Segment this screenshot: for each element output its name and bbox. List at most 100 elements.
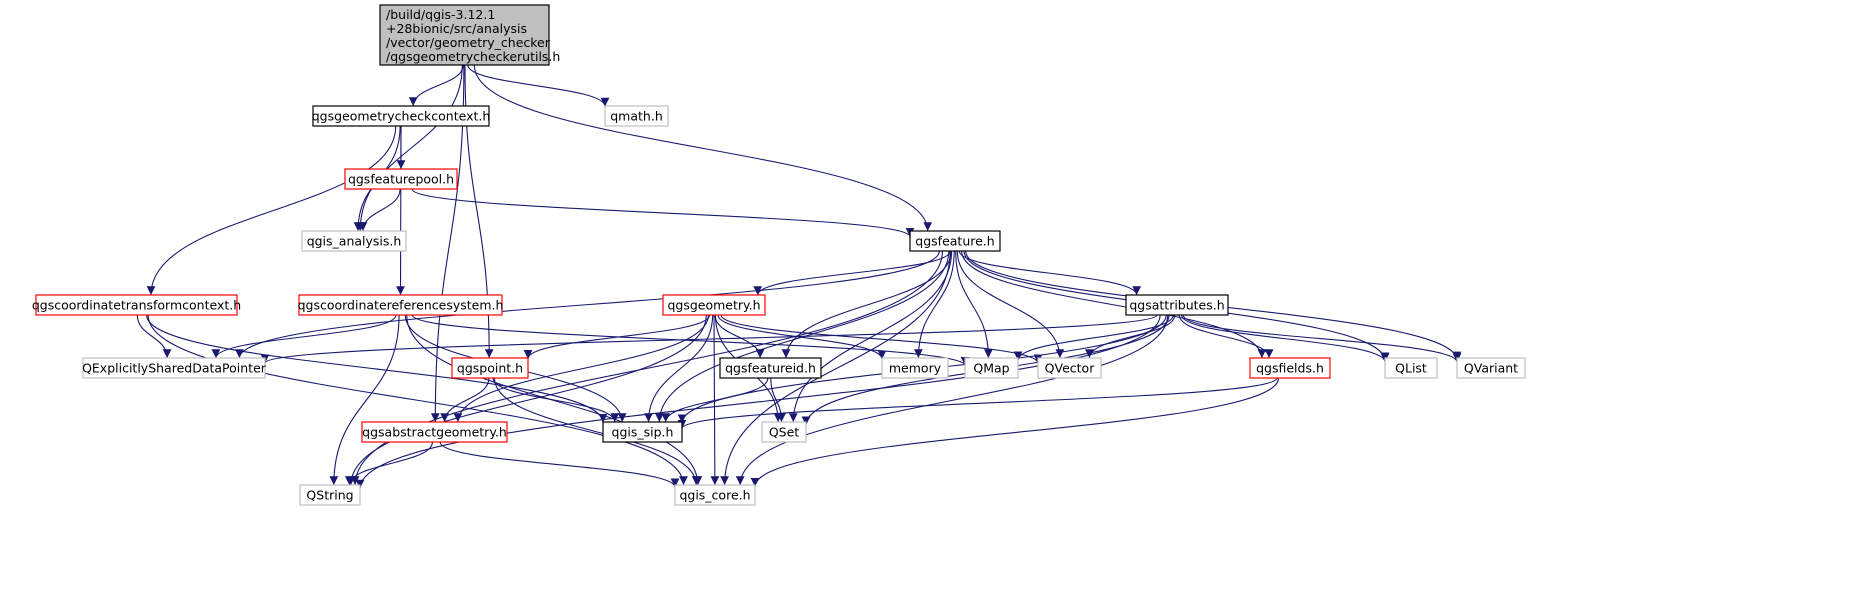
edge-attr-to-qvector-line — [1085, 314, 1176, 359]
node-qmap-box — [964, 357, 1019, 379]
node-gcc[interactable]: qgsgeometrycheckcontext.h — [312, 105, 491, 127]
node-point[interactable]: qgspoint.h — [451, 357, 529, 379]
node-attr-label: qgsattributes.h — [1129, 298, 1224, 313]
edge-geom-to-qvector-line — [720, 314, 1043, 364]
node-qset-box — [761, 421, 807, 443]
node-crs-box — [298, 294, 503, 316]
node-qesdp[interactable]: QExplicitlySharedDataPointer — [82, 357, 267, 379]
node-qlist-box — [1384, 357, 1438, 379]
node-root: /build/qgis-3.12.1+28bionic/src/analysis… — [379, 4, 560, 66]
edge-feat-to-fields — [961, 250, 1267, 359]
edge-fields-to-core-line — [750, 377, 1280, 487]
node-ctc[interactable]: qgscoordinatetransformcontext.h — [32, 294, 241, 316]
edge-geom-to-sip-line — [644, 314, 714, 423]
edge-attr-to-fields — [1178, 314, 1274, 359]
node-fpool-label: qgsfeaturepool.h — [348, 172, 454, 187]
node-qvector[interactable]: QVector — [1037, 357, 1102, 379]
edge-feat-to-geom — [753, 250, 951, 296]
edge-geom-to-abs-line — [453, 314, 709, 423]
edge-attr-to-core-line — [735, 314, 1169, 486]
edge-feat-to-attr — [958, 250, 1142, 296]
root-path-line-2: /vector/geometry_checker — [386, 35, 551, 50]
edge-attr-to-core — [735, 314, 1169, 486]
edge-root-to-qana — [355, 64, 463, 232]
node-sip-label: qgis_sip.h — [612, 425, 674, 440]
root-path-line-1: +28bionic/src/analysis — [386, 21, 527, 36]
edge-abs-to-qstring — [344, 441, 433, 486]
edge-gcc-to-crs-line — [396, 125, 405, 296]
edge-point-to-sip — [492, 377, 620, 423]
node-geom[interactable]: qgsgeometry.h — [662, 294, 766, 316]
edge-point-to-core-line — [493, 377, 701, 486]
edge-feat-to-qesdp — [235, 250, 940, 359]
node-attr-box — [1125, 294, 1229, 316]
node-sip-box — [602, 421, 683, 443]
node-qset[interactable]: QSet — [761, 421, 807, 443]
node-qesdp-box — [82, 357, 266, 379]
node-fid[interactable]: qgsfeatureid.h — [719, 357, 822, 379]
edge-attr-to-qesdp-line — [260, 314, 1158, 364]
edge-feat-to-qset — [788, 250, 953, 423]
edge-geom-to-qvector — [720, 314, 1043, 364]
node-qmath-box — [604, 105, 669, 127]
node-qvariant-box — [1456, 357, 1526, 379]
edge-crs-to-qesdp-line — [211, 314, 397, 359]
node-qvariant[interactable]: QVariant — [1456, 357, 1526, 379]
node-core-box — [674, 484, 756, 506]
node-geom-box — [662, 294, 766, 316]
edge-ctc-to-core-line — [147, 314, 688, 486]
node-qmath[interactable]: qmath.h — [604, 105, 669, 127]
node-crs-label: qgscoordinatereferencesystem.h — [298, 298, 504, 313]
node-core-label: qgis_core.h — [679, 488, 750, 503]
node-root-box — [379, 4, 550, 66]
edge-fields-to-sip-line — [677, 377, 1278, 430]
edge-root-to-qmath — [467, 64, 610, 107]
node-fields[interactable]: qgsfields.h — [1249, 357, 1331, 379]
node-qlist[interactable]: QList — [1384, 357, 1438, 379]
node-crs[interactable]: qgscoordinatereferencesystem.h — [298, 294, 504, 316]
node-qmath-label: qmath.h — [610, 109, 663, 124]
edge-ctc-to-sip — [146, 314, 608, 423]
edge-geom-to-point — [523, 314, 711, 359]
node-memory[interactable]: memory — [881, 357, 949, 379]
edges-layer — [136, 64, 1462, 489]
edge-ctc-to-core — [147, 314, 688, 486]
node-qana[interactable]: qgis_analysis.h — [301, 230, 407, 252]
root-path-line-3: /qgsgeometrycheckerutils.h — [386, 49, 560, 64]
node-qmap[interactable]: QMap — [964, 357, 1019, 379]
node-qvariant-label: QVariant — [1464, 361, 1518, 376]
node-point-label: qgspoint.h — [457, 361, 523, 376]
node-attr[interactable]: qgsattributes.h — [1125, 294, 1229, 316]
edge-feat-to-geom-line — [753, 250, 951, 296]
edge-attr-to-qesdp — [260, 314, 1158, 364]
edge-abs-to-core-line — [439, 441, 680, 488]
node-memory-box — [881, 357, 949, 379]
node-qmap-label: QMap — [973, 361, 1009, 376]
edge-crs-to-qmap — [411, 314, 970, 367]
edge-feat-to-fid-line — [781, 250, 952, 359]
edge-attr-to-fields-line — [1178, 314, 1274, 359]
node-sip[interactable]: qgis_sip.h — [602, 421, 683, 443]
edge-feat-to-core — [720, 250, 951, 486]
node-geom-label: qgsgeometry.h — [667, 298, 760, 313]
edge-attr-to-qvariant-line — [1182, 314, 1462, 363]
edge-ctc-to-qesdp-line — [136, 314, 172, 359]
node-abs-box — [361, 421, 508, 443]
edge-crs-to-qstring — [329, 314, 400, 486]
edge-fid-to-qset-line — [770, 377, 786, 423]
edge-gcc-to-ctc-line — [146, 125, 397, 296]
node-feat[interactable]: qgsfeature.h — [909, 230, 1001, 252]
node-fpool[interactable]: qgsfeaturepool.h — [344, 168, 458, 190]
node-qvector-box — [1037, 357, 1102, 379]
node-memory-label: memory — [889, 361, 942, 376]
node-qstring[interactable]: QString — [299, 484, 361, 506]
edge-fid-to-qset — [770, 377, 786, 423]
edge-feat-to-qesdp-line — [235, 250, 940, 359]
node-qvector-label: QVector — [1045, 361, 1096, 376]
root-file-path: /build/qgis-3.12.1+28bionic/src/analysis… — [386, 7, 560, 64]
edge-geom-to-qstring-line — [346, 314, 707, 486]
node-fields-box — [1249, 357, 1331, 379]
node-ctc-label: qgscoordinatetransformcontext.h — [32, 298, 241, 313]
node-abs[interactable]: qgsabstractgeometry.h — [361, 421, 508, 443]
node-core[interactable]: qgis_core.h — [674, 484, 756, 506]
